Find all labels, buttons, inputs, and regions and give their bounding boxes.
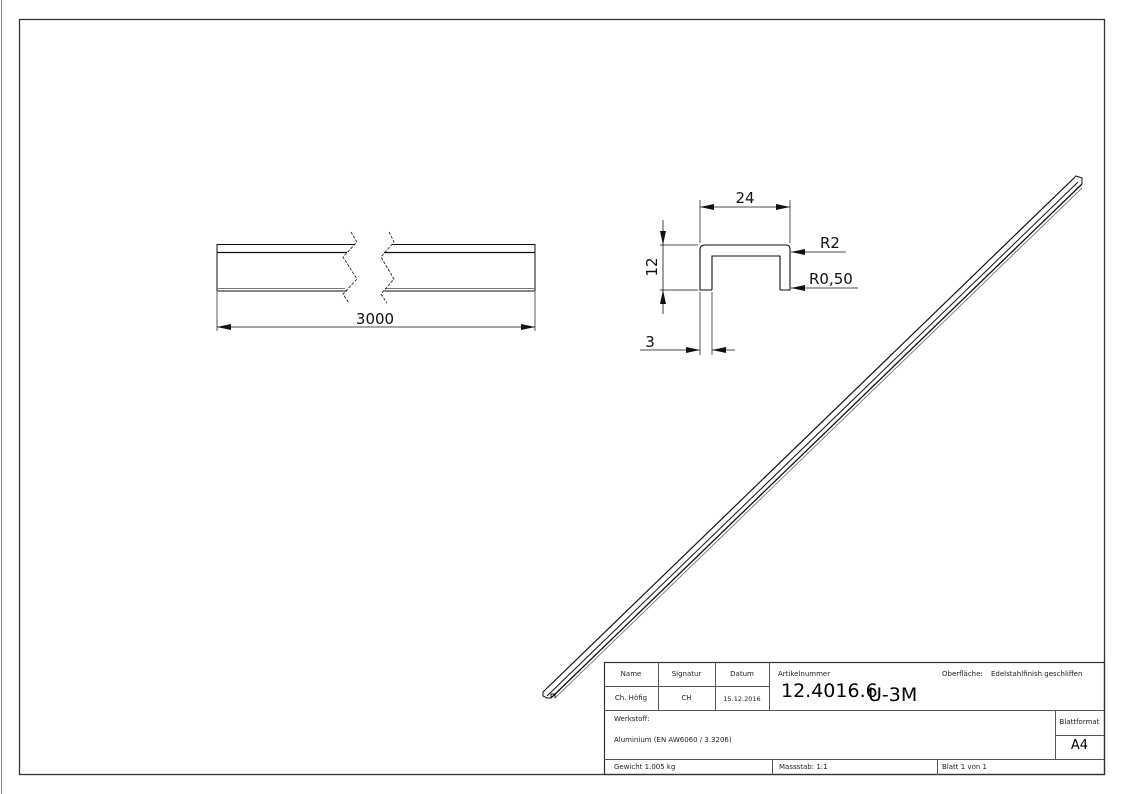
outer-radius-label: R2 bbox=[820, 234, 840, 252]
surface-label: Oberfläche: bbox=[942, 670, 983, 678]
article-number-suffix: U-3M bbox=[868, 684, 918, 706]
inner-radius-label: R0,50 bbox=[809, 270, 853, 288]
material-label: Werkstoff: bbox=[614, 715, 650, 723]
sheet-format-label: Blattformat bbox=[1059, 718, 1100, 726]
width-dimension-label: 24 bbox=[735, 189, 754, 207]
isometric-view bbox=[542, 175, 1083, 699]
length-dimension-label: 3000 bbox=[356, 310, 394, 328]
article-number-label: Artikelnummer bbox=[778, 670, 831, 678]
thickness-dimension-label: 3 bbox=[645, 333, 655, 351]
sheet-format-value: A4 bbox=[1070, 738, 1089, 753]
side-view bbox=[216, 231, 536, 331]
title-block-grid bbox=[603, 661, 1106, 776]
profile-section bbox=[640, 200, 858, 355]
material-value: Aluminium (EN AW6060 / 3.3206) bbox=[614, 736, 732, 744]
article-number-main: 12.4016.6 bbox=[781, 680, 878, 702]
header-name: Name bbox=[620, 670, 642, 678]
value-date: 15.12.2016 bbox=[723, 695, 761, 703]
value-signature: CH bbox=[681, 694, 692, 702]
sheet-number-field: Blatt 1 von 1 bbox=[942, 763, 987, 771]
surface-value: Edelstahlfinish geschliffen bbox=[991, 670, 1083, 678]
header-signature: Signatur bbox=[671, 670, 702, 678]
weight-field: Gewicht 1.005 kg bbox=[614, 763, 676, 771]
header-date: Datum bbox=[730, 670, 754, 678]
height-dimension-label: 12 bbox=[643, 257, 661, 276]
scale-field: Massstab: 1:1 bbox=[779, 763, 828, 771]
drawing-border bbox=[18, 18, 1106, 776]
value-name: Ch. Höfig bbox=[614, 694, 648, 702]
